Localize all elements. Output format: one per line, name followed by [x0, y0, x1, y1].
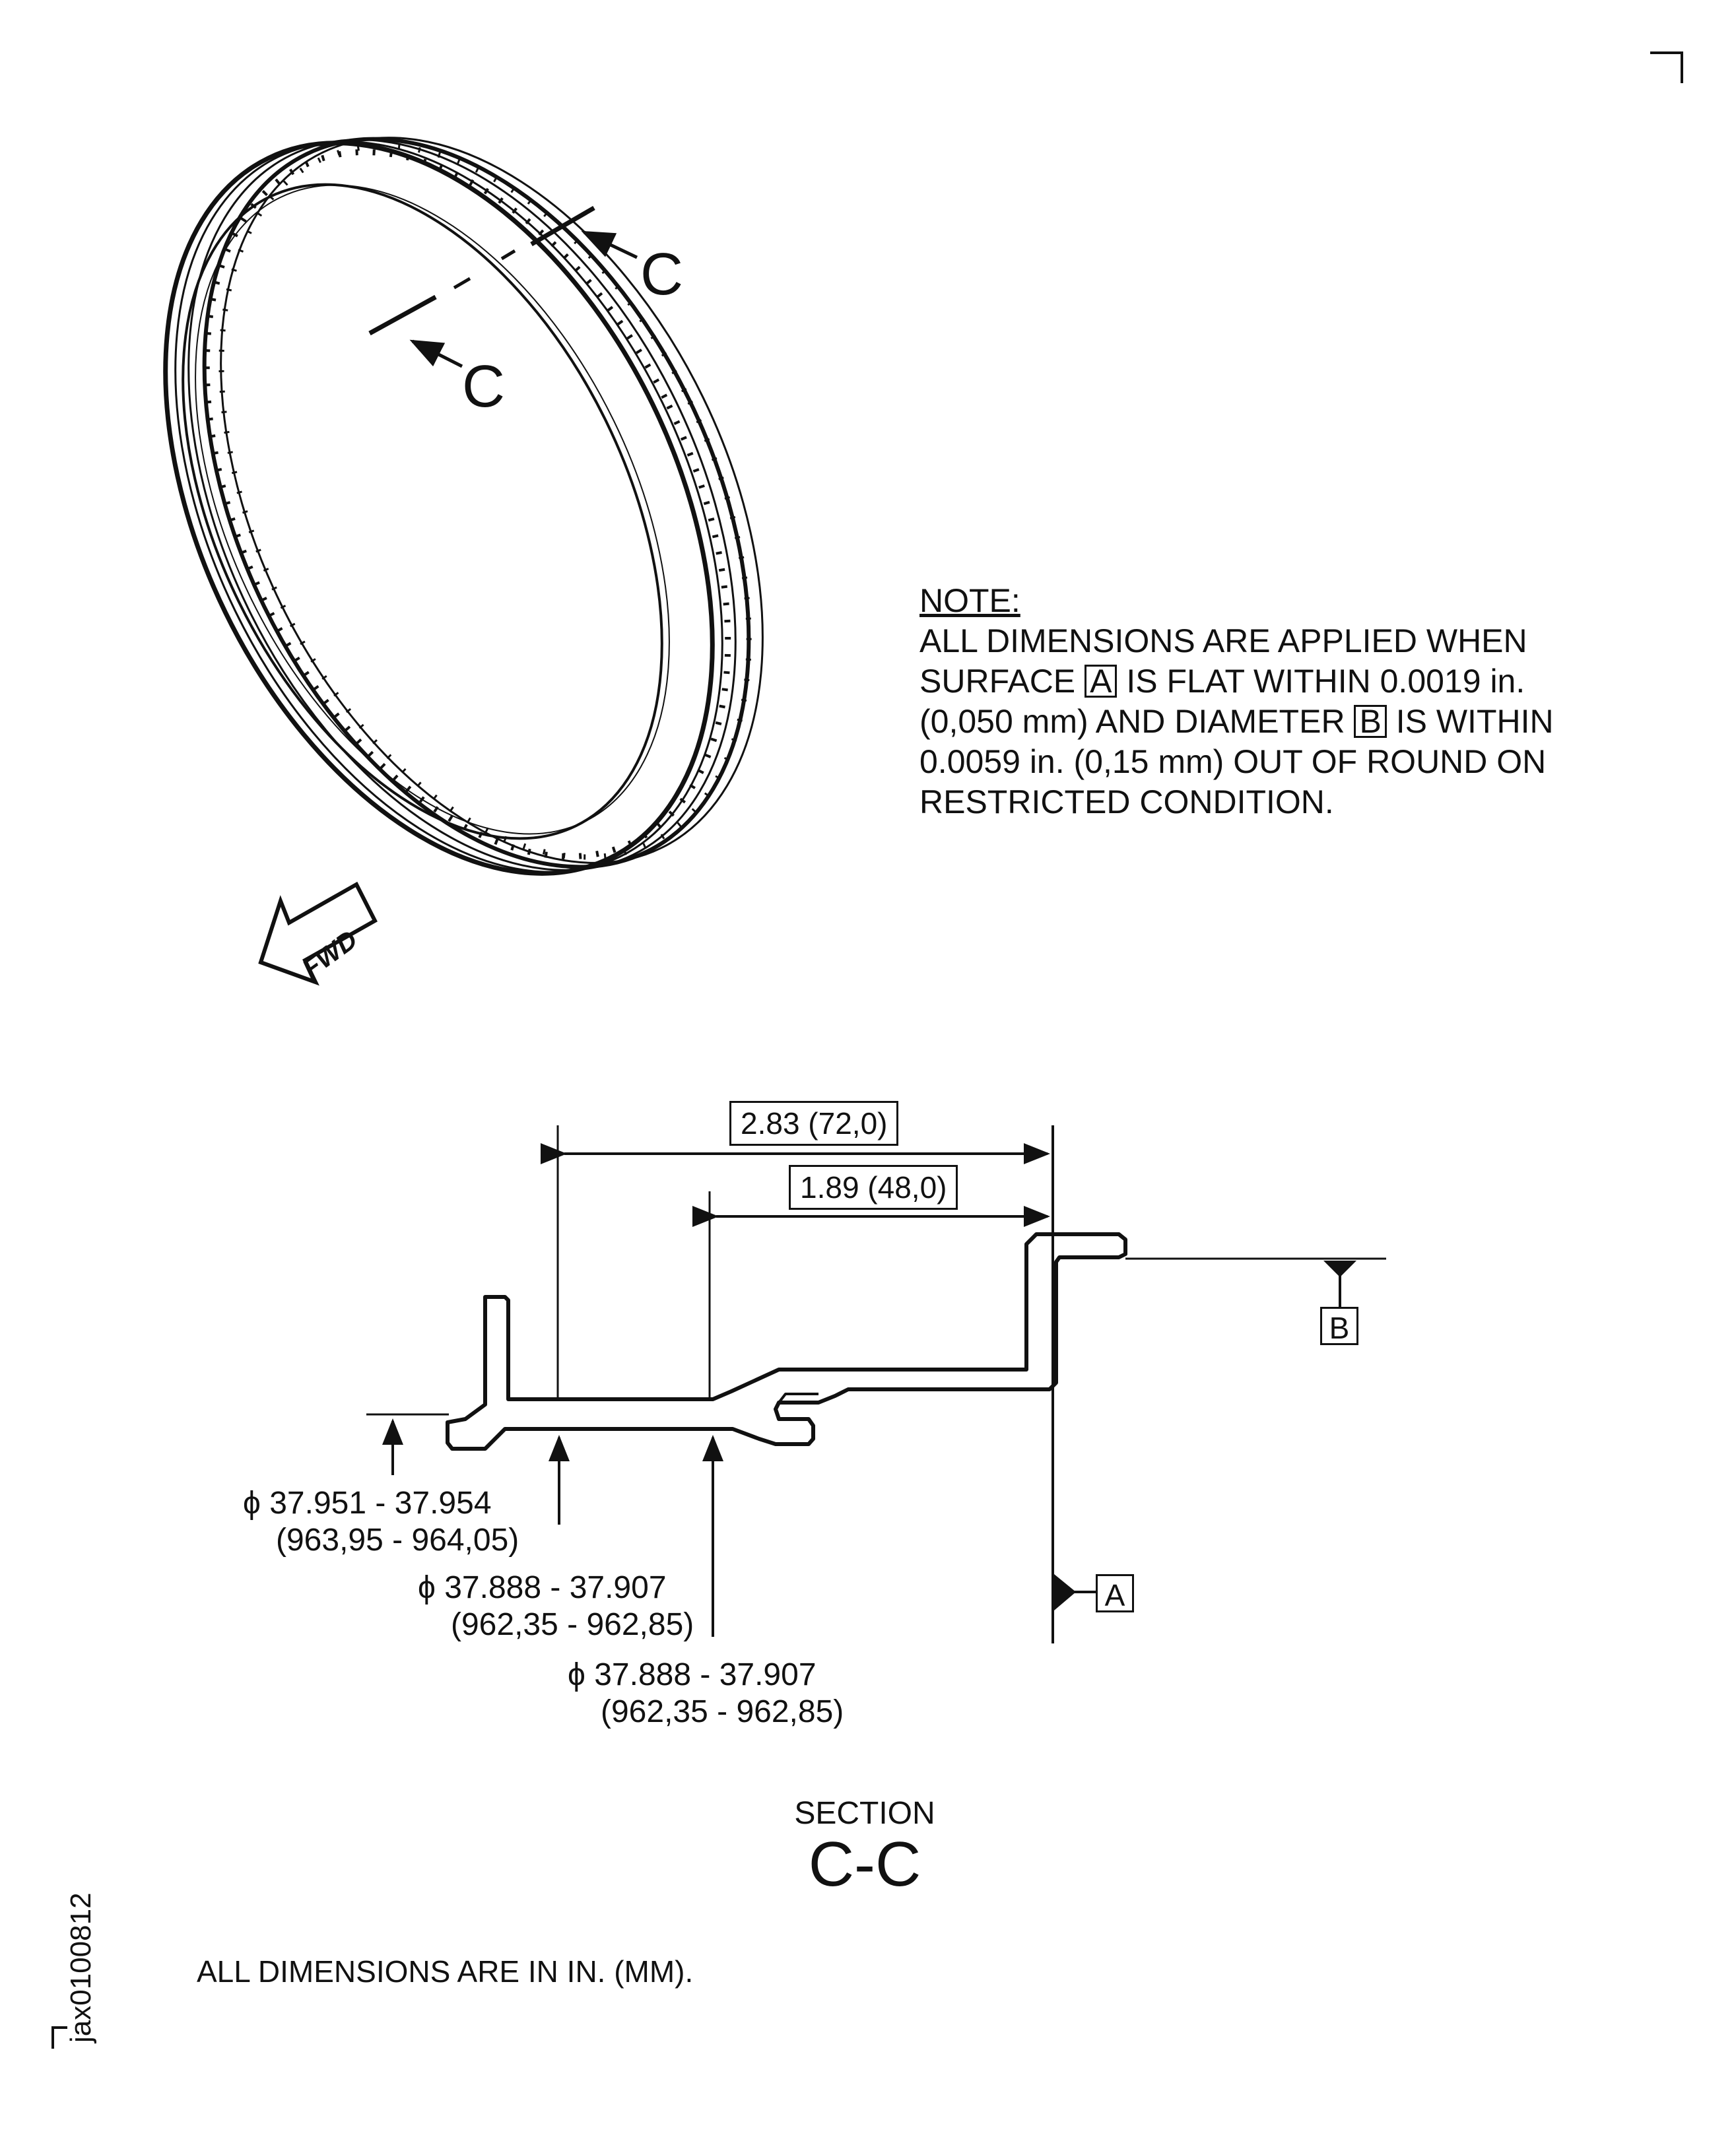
diameter-mm: (962,35 - 962,85) — [601, 1694, 844, 1729]
note-line-1: ALL DIMENSIONS ARE APPLIED WHEN — [919, 622, 1527, 659]
note-heading: NOTE: — [919, 582, 1020, 619]
note-line-3-pre: (0,050 mm) AND DIAMETER — [919, 703, 1345, 740]
diameter-symbol: ϕ — [243, 1486, 261, 1521]
note-line-4: 0.0059 in. (0,15 mm) OUT OF ROUND ON — [919, 743, 1547, 780]
units-footnote: ALL DIMENSIONS ARE IN IN. (MM). — [197, 1954, 694, 1989]
dimension-partial: 1.89 (48,0) — [789, 1165, 958, 1210]
diameter-label-2: ϕ 37.888 - 37.907 (962,35 - 962,85) — [418, 1570, 694, 1643]
note-line-5: RESTRICTED CONDITION. — [919, 783, 1334, 820]
datum-a-box: A — [1096, 1574, 1134, 1612]
note-block: NOTE: ALL DIMENSIONS ARE APPLIED WHEN SU… — [919, 581, 1554, 822]
diameter-symbol: ϕ — [418, 1570, 436, 1605]
note-line-2: SURFACE A IS FLAT WITHIN 0.0019 in. — [919, 661, 1554, 702]
corner-mark-top-right — [1650, 51, 1683, 83]
diameter-label-3: ϕ 37.888 - 37.907 (962,35 - 962,85) — [568, 1657, 844, 1731]
section-label: SECTION — [794, 1796, 935, 1831]
drawing-id: jax0100812 — [65, 1892, 97, 2043]
cut-label-c-upper: C — [640, 242, 683, 308]
dimension-overall: 2.83 (72,0) — [729, 1101, 899, 1146]
section-id: C-C — [808, 1829, 921, 1900]
section-profile — [446, 1232, 1127, 1451]
dimension-lines — [366, 1125, 1386, 1643]
diameter-symbol: ϕ — [568, 1657, 585, 1692]
ring-illustration — [163, 137, 764, 876]
fwd-arrow-outline — [258, 881, 378, 986]
datum-b-box: B — [1320, 1307, 1358, 1345]
cut-label-c-lower: C — [462, 354, 505, 420]
diameter-mm: (962,35 - 962,85) — [451, 1607, 694, 1642]
corner-mark-bottom-left — [51, 2026, 67, 2049]
note-line-2-pre: SURFACE — [919, 663, 1076, 700]
note-line-3-post: IS WITHIN — [1395, 703, 1554, 740]
datum-b-ref-box: B — [1354, 705, 1387, 738]
diameter-inch: 37.888 - 37.907 — [594, 1657, 817, 1692]
diameter-label-1: ϕ 37.951 - 37.954 (963,95 - 964,05) — [243, 1485, 519, 1559]
note-line-3: (0,050 mm) AND DIAMETER B IS WITHIN — [919, 702, 1554, 742]
diameter-inch: 37.951 - 37.954 — [269, 1486, 492, 1521]
note-line-2-post: IS FLAT WITHIN 0.0019 in. — [1126, 663, 1525, 700]
datum-triangles — [1054, 1261, 1356, 1610]
datum-a-ref-box: A — [1085, 665, 1118, 698]
section-cut-markers — [368, 205, 638, 368]
diameter-mm: (963,95 - 964,05) — [276, 1523, 519, 1558]
diameter-inch: 37.888 - 37.907 — [444, 1570, 667, 1605]
